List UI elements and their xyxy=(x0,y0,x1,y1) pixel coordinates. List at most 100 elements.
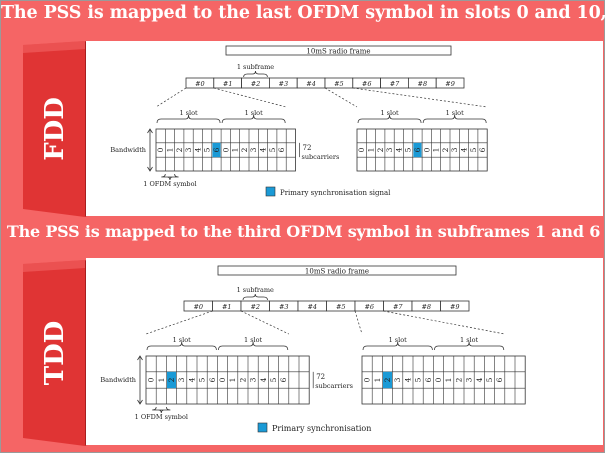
subcarriers-count: 72 xyxy=(316,373,325,381)
radio-frame-label-box xyxy=(225,45,452,56)
radio-frame-label: 10mS radio frame xyxy=(306,48,370,56)
zoom-line xyxy=(240,310,289,335)
subframe-label: #7 xyxy=(390,80,400,88)
symbol-index-label: 5 xyxy=(485,377,494,382)
symbol-index-label: 3 xyxy=(177,377,186,382)
slot-label: 1 slot xyxy=(245,109,264,117)
slot-label: 1 slot xyxy=(244,336,263,344)
slot-brace xyxy=(156,114,221,124)
subframe-label: #8 xyxy=(418,80,428,88)
ofdm-symbol-brace xyxy=(161,173,179,181)
fdd-heading: The PSS is mapped to the last OFDM symbo… xyxy=(1,3,605,23)
symbol-index-label: 5 xyxy=(269,377,278,382)
symbol-index-label: 5 xyxy=(198,377,207,382)
subframe-label: #5 xyxy=(334,80,344,88)
symbol-index-label: 0 xyxy=(434,377,443,382)
symbol-index-label: 4 xyxy=(187,377,196,382)
symbol-index-label: 2 xyxy=(376,147,385,152)
legend-label: Primary synchronisation signal xyxy=(280,189,391,197)
slot-label: 1 slot xyxy=(380,109,399,117)
symbol-index-label: 6 xyxy=(413,147,422,152)
legend-swatch xyxy=(265,186,276,197)
subcarriers-label: subcarriers xyxy=(315,382,353,390)
symbol-index-label: 3 xyxy=(393,377,402,382)
symbol-index-label: 3 xyxy=(465,377,474,382)
symbol-index-label: 4 xyxy=(459,147,468,152)
subframe-label: #5 xyxy=(336,303,346,311)
symbol-index-label: 1 xyxy=(373,378,382,383)
symbol-index-label: 0 xyxy=(147,377,156,382)
symbol-index-label: 2 xyxy=(175,147,184,152)
zoom-line xyxy=(155,87,187,108)
ofdm-symbol-brace xyxy=(152,406,171,414)
symbol-index-label: 5 xyxy=(203,147,212,152)
subframe-label: #1 xyxy=(223,80,233,88)
symbol-index-label: 1 xyxy=(231,148,240,153)
subframe-label: #6 xyxy=(362,80,372,88)
symbol-index-label: 6 xyxy=(279,377,288,382)
subframe-label: #6 xyxy=(364,303,374,311)
subframe-label: #3 xyxy=(279,80,289,88)
symbol-index-label: 5 xyxy=(414,377,423,382)
symbol-index-label: 3 xyxy=(249,377,258,382)
symbol-index-label: 4 xyxy=(475,377,484,382)
ofdm-symbol-label: 1 OFDM symbol xyxy=(143,180,196,188)
subframe-label: #7 xyxy=(393,303,403,311)
subframe-label: #9 xyxy=(450,303,460,311)
fdd-tab: FDD xyxy=(23,41,91,217)
subframe-label: #1 xyxy=(222,303,232,311)
zoom-line xyxy=(352,87,488,108)
tdd-heading: The PSS is mapped to the third OFDM symb… xyxy=(6,222,601,241)
subframe-label: #4 xyxy=(307,303,317,311)
symbol-index-label: 3 xyxy=(385,147,394,152)
symbol-index-label: 5 xyxy=(469,147,478,152)
pss-cell xyxy=(167,371,176,389)
subframe-label: #0 xyxy=(195,80,205,88)
symbol-index-label: 1 xyxy=(157,378,166,383)
symbol-index-label: 5 xyxy=(268,147,277,152)
subframe-brace xyxy=(243,70,268,78)
slot-label: 1 slot xyxy=(446,109,465,117)
symbol-index-label: 4 xyxy=(259,377,268,382)
subframe-size-label: 1 subframe xyxy=(237,63,274,71)
bandwidth-arrow-head xyxy=(137,355,143,361)
symbol-index-label: 0 xyxy=(363,377,372,382)
slot-label: 1 slot xyxy=(389,336,408,344)
tdd-tab-label: TDD xyxy=(40,321,70,385)
slot-brace xyxy=(218,341,289,351)
symbol-index-label: 0 xyxy=(218,377,227,382)
slot-brace xyxy=(422,114,487,124)
slot-brace xyxy=(221,114,286,124)
subframe-cell xyxy=(440,300,470,312)
symbol-index-label: 6 xyxy=(495,377,504,382)
resource-grid xyxy=(155,128,296,172)
zoom-line xyxy=(145,310,213,335)
bandwidth-arrow-head xyxy=(147,128,153,134)
bandwidth-arrow-head xyxy=(137,399,143,405)
bandwidth-label: Bandwidth xyxy=(110,146,146,154)
subframe-brace xyxy=(242,293,268,301)
slot-brace xyxy=(357,114,422,124)
slot-label: 1 slot xyxy=(179,109,198,117)
subframe-label: #8 xyxy=(421,303,431,311)
radio-frame-label-box xyxy=(217,265,457,276)
slot-brace xyxy=(146,341,217,351)
bandwidth-arrow-head xyxy=(147,166,153,172)
slot-brace xyxy=(362,341,433,351)
radio-frame-label: 10mS radio frame xyxy=(305,268,369,276)
subframe-label: #0 xyxy=(193,303,203,311)
subframe-label: #9 xyxy=(445,80,455,88)
bandwidth-label: Bandwidth xyxy=(100,376,136,384)
symbol-index-label: 0 xyxy=(221,147,230,152)
fdd-diagram-svg: 10mS radio frame#0#1#2#3#4#5#6#7#8#91 su… xyxy=(110,45,488,197)
symbol-index-label: 6 xyxy=(277,147,286,152)
subframe-size-label: 1 subframe xyxy=(237,286,274,294)
symbol-index-label: 2 xyxy=(454,377,463,382)
symbol-index-label: 0 xyxy=(156,147,165,152)
symbol-index-label: 0 xyxy=(357,147,366,152)
symbol-index-label: 4 xyxy=(403,377,412,382)
slot-label: 1 slot xyxy=(460,336,479,344)
slot-brace xyxy=(434,341,505,351)
slot-label: 1 slot xyxy=(173,336,192,344)
